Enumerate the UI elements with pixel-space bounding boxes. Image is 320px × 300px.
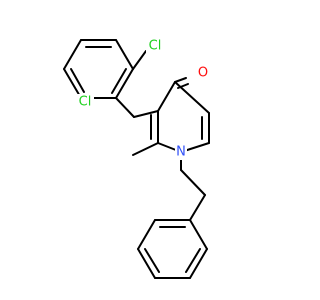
bond [115, 39, 134, 70]
bond [180, 169, 206, 196]
bond [189, 248, 208, 279]
chemical-structure: Cl Cl O N [63, 38, 210, 279]
chlorine-label: Cl [79, 95, 92, 110]
bond [137, 248, 156, 279]
double-bond [111, 68, 127, 94]
bond [189, 194, 206, 221]
bond [132, 50, 147, 70]
bond [157, 81, 176, 112]
bond [137, 219, 156, 250]
dichlorophenyl-ring [63, 39, 134, 99]
bond [115, 68, 134, 99]
double-bond [144, 248, 160, 273]
bond [189, 219, 208, 250]
oxygen-label: O [198, 66, 208, 81]
bond [132, 142, 159, 156]
atom-label-nitrogen: N [175, 144, 187, 160]
atom-label-oxygen: O [197, 65, 209, 81]
double-bond [70, 68, 85, 93]
bond [174, 77, 187, 83]
atom-label-cl-left: Cl [76, 94, 94, 110]
chlorine-label: Cl [149, 39, 162, 54]
atom-label-cl-top: Cl [146, 38, 164, 54]
bond [133, 110, 159, 118]
nitrogen-label: N [176, 145, 186, 160]
bond [63, 39, 82, 70]
pyridinone-ring [150, 81, 210, 153]
double-bond [177, 83, 189, 89]
double-bond [185, 248, 201, 273]
phenyl-ring [137, 219, 208, 279]
bond [115, 97, 135, 118]
bond [63, 68, 82, 99]
